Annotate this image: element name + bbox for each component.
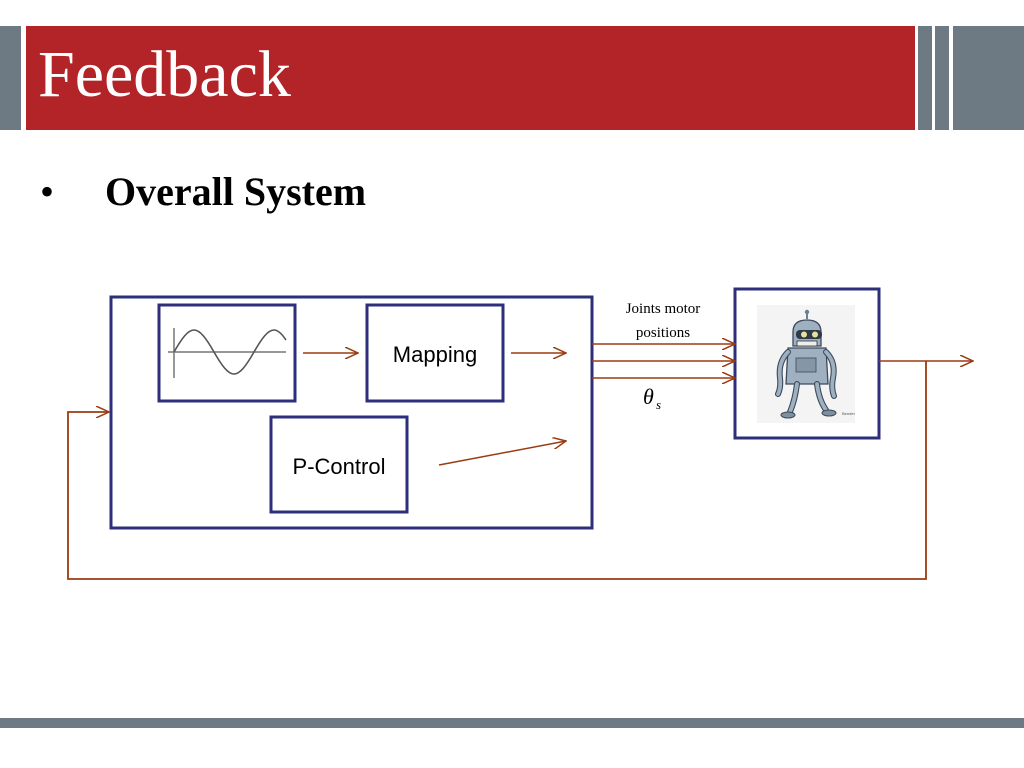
p-control-output-arrow	[438, 441, 566, 466]
mapping-block	[365, 303, 505, 403]
sine-generator-block	[157, 303, 297, 403]
p-control-label: P-Control	[293, 454, 386, 479]
joints-label-line2: positions	[636, 325, 690, 341]
header-stripe	[953, 26, 1024, 130]
theta-subscript: s	[656, 397, 661, 412]
slide-title: Feedback	[38, 38, 291, 111]
controller-block	[109, 295, 594, 530]
mapping-label: Mapping	[393, 342, 477, 367]
p-control-block	[269, 415, 409, 514]
bullet-marker: •	[40, 169, 55, 214]
robot-caption: Bender	[842, 411, 856, 416]
joints-label-line1: Joints motor	[626, 301, 701, 317]
header-stripe	[935, 26, 949, 130]
header-stripe	[918, 26, 932, 130]
theta-symbol: θ	[643, 384, 654, 409]
bullet-text: Overall System	[105, 169, 367, 214]
feedback-loop-arrow	[67, 361, 927, 580]
header-accent-left	[0, 26, 21, 130]
robot-icon: Bender	[757, 305, 856, 423]
sine-wave-icon	[168, 328, 287, 378]
footer-bar	[0, 718, 1024, 728]
title-banner	[26, 26, 915, 130]
